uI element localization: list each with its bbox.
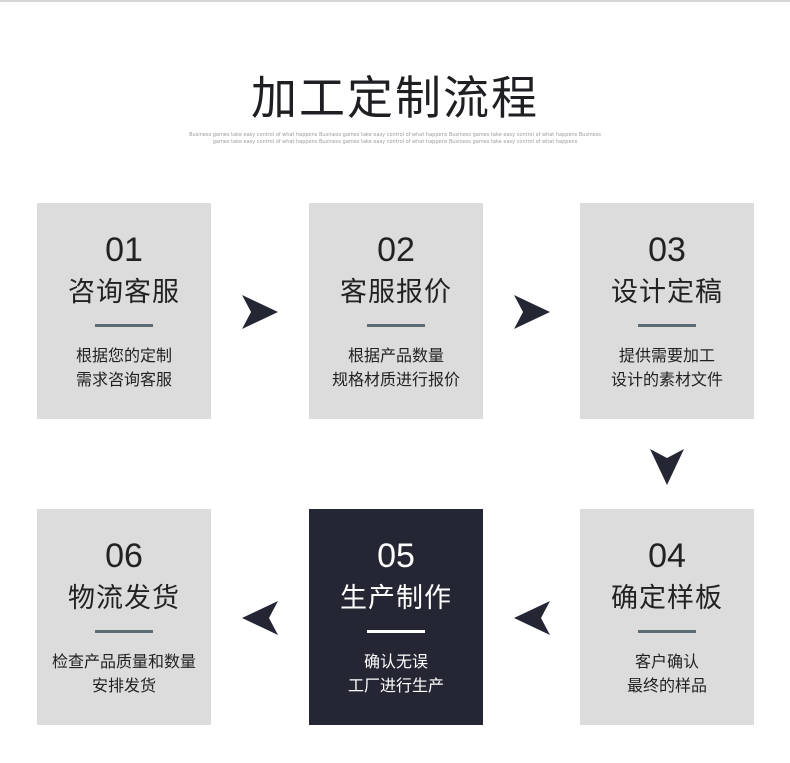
step-divider	[367, 324, 425, 327]
step-card-06: 06 物流发货 检查产品质量和数量 安排发货	[37, 509, 211, 725]
step-name: 确定样板	[611, 583, 723, 614]
arrow-left-icon	[240, 598, 280, 638]
step-name: 设计定稿	[611, 277, 723, 308]
arrow-right-icon	[512, 292, 552, 332]
step-description: 客户确认 最终的样品	[580, 650, 754, 698]
step-description-line: 安排发货	[91, 676, 156, 695]
step-name: 物流发货	[68, 583, 180, 614]
page-title: 加工定制流程	[251, 71, 539, 125]
step-description-line: 最终的样品	[626, 676, 707, 695]
page-subtitle: Business games take easy control of what…	[189, 132, 601, 145]
arrow-left-icon	[512, 598, 552, 638]
step-description: 确认无误 工厂进行生产	[309, 650, 483, 698]
step-card-05: 05 生产制作 确认无误 工厂进行生产	[309, 509, 483, 725]
step-card-01: 01 咨询客服 根据您的定制 需求咨询客服	[37, 203, 211, 419]
step-description-line: 根据您的定制	[75, 346, 172, 365]
step-name: 咨询客服	[68, 277, 180, 308]
step-number: 04	[648, 537, 686, 575]
step-number: 06	[105, 537, 143, 575]
step-description-line: 客户确认	[634, 652, 699, 671]
step-name: 客服报价	[340, 277, 452, 308]
step-description-line: 需求咨询客服	[75, 370, 172, 389]
step-description-line: 工厂进行生产	[347, 676, 444, 695]
step-number: 03	[648, 231, 686, 269]
step-number: 02	[377, 231, 415, 269]
step-divider	[95, 630, 153, 633]
step-description-line: 提供需要加工	[618, 346, 715, 365]
step-card-04: 04 确定样板 客户确认 最终的样品	[580, 509, 754, 725]
arrow-right-icon	[240, 292, 280, 332]
step-description-line: 确认无误	[363, 652, 428, 671]
step-description: 根据您的定制 需求咨询客服	[37, 344, 211, 392]
step-description: 检查产品质量和数量 安排发货	[37, 650, 211, 698]
step-divider	[638, 630, 696, 633]
step-card-02: 02 客服报价 根据产品数量 规格材质进行报价	[309, 203, 483, 419]
step-number: 01	[105, 231, 143, 269]
step-divider	[367, 630, 425, 633]
step-description-line: 检查产品质量和数量	[51, 652, 196, 671]
top-divider	[0, 0, 790, 2]
step-divider	[95, 324, 153, 327]
step-card-03: 03 设计定稿 提供需要加工 设计的素材文件	[580, 203, 754, 419]
step-description-line: 规格材质进行报价	[331, 370, 460, 389]
step-name: 生产制作	[340, 583, 452, 614]
arrow-down-icon	[647, 447, 687, 487]
step-description: 提供需要加工 设计的素材文件	[580, 344, 754, 392]
step-divider	[638, 324, 696, 327]
step-description-line: 根据产品数量	[347, 346, 444, 365]
step-number: 05	[377, 537, 415, 575]
step-description: 根据产品数量 规格材质进行报价	[309, 344, 483, 392]
step-description-line: 设计的素材文件	[610, 370, 723, 389]
